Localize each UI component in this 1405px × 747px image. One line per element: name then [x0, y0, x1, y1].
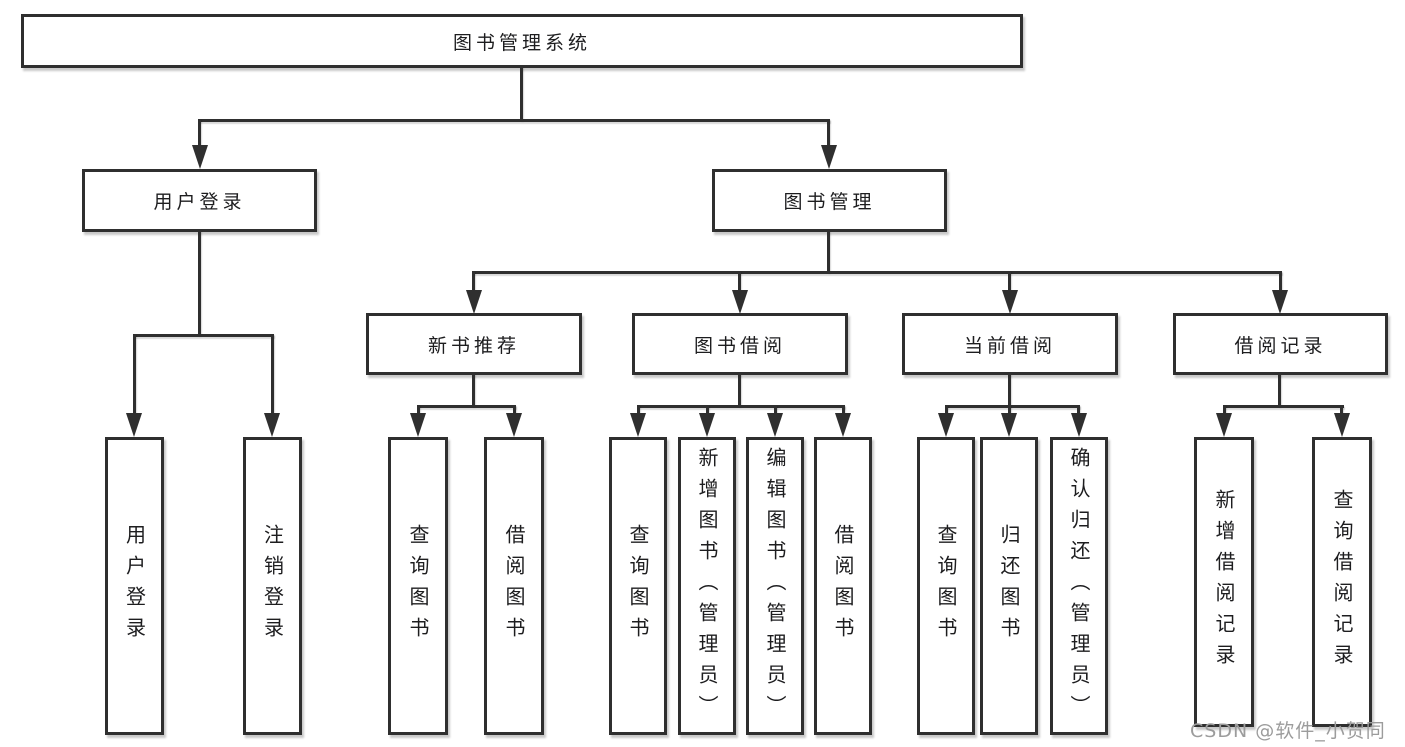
connector-stub	[1077, 405, 1080, 415]
leaf-return-books: 归还图书	[980, 437, 1038, 735]
leaf-borrow-books-recommend: 借阅图书	[484, 437, 544, 735]
arrow-down-icon	[938, 413, 954, 437]
arrow-down-icon	[835, 413, 851, 437]
leaf-user-login: 用户登录	[105, 437, 164, 735]
leaf-label: 新增图书（管理员）	[695, 446, 719, 726]
arrow-down-icon	[1002, 290, 1018, 314]
arrow-down-icon	[126, 413, 142, 437]
leaf-add-books-admin: 新增图书（管理员）	[678, 437, 736, 735]
node-borrow-records: 借阅记录	[1173, 313, 1388, 375]
connector-current-borrow-rail	[945, 405, 1080, 408]
arrow-down-icon	[630, 413, 646, 437]
node-label: 图书借阅	[693, 334, 786, 357]
arrow-down-icon	[732, 290, 748, 314]
leaf-label: 编辑图书（管理员）	[763, 446, 787, 726]
connector-stub-book-management	[827, 119, 830, 147]
arrow-down-icon	[466, 290, 482, 314]
leaf-query-borrow-record: 查询借阅记录	[1312, 437, 1372, 727]
leaf-borrow-books: 借阅图书	[814, 437, 872, 735]
leaf-query-books-recommend: 查询图书	[388, 437, 448, 735]
connector-stub	[945, 405, 948, 415]
connector-user-login-rail	[133, 334, 274, 337]
leaf-label: 新增借阅记录	[1212, 489, 1236, 675]
node-label: 当前借阅	[963, 334, 1056, 357]
arrow-down-icon	[1001, 413, 1017, 437]
connector-level3-rail	[472, 271, 1282, 274]
connector-user-login-trunk	[198, 231, 201, 336]
connector-stub-borrow-records	[1279, 271, 1282, 292]
leaf-label: 查询图书	[934, 524, 958, 648]
arrow-down-icon	[264, 413, 280, 437]
connector-new-book-trunk	[472, 374, 475, 407]
arrow-down-icon	[192, 145, 208, 169]
leaf-query-books-borrow: 查询图书	[609, 437, 667, 735]
node-book-management: 图书管理	[712, 169, 947, 232]
leaf-label: 注销登录	[260, 524, 285, 648]
connector-stub	[1008, 405, 1011, 415]
connector-book-borrow-trunk	[738, 374, 741, 407]
connector-borrow-records-trunk	[1278, 374, 1281, 407]
arrow-down-icon	[767, 413, 783, 437]
leaf-confirm-return-admin: 确认归还（管理员）	[1050, 437, 1108, 735]
node-label: 用户登录	[153, 191, 246, 213]
leaf-label: 借阅图书	[502, 524, 526, 648]
connector-stub	[1340, 405, 1343, 415]
arrow-down-icon	[699, 413, 715, 437]
node-current-borrow: 当前借阅	[902, 313, 1118, 375]
leaf-label: 查询借阅记录	[1330, 489, 1354, 675]
leaf-logout-login: 注销登录	[243, 437, 302, 735]
leaf-label: 确认归还（管理员）	[1067, 446, 1091, 726]
connector-stub	[842, 405, 845, 415]
leaf-query-books-current: 查询图书	[917, 437, 975, 735]
node-label: 借阅记录	[1234, 334, 1327, 357]
node-book-borrow: 图书借阅	[632, 313, 848, 375]
connector-book-borrow-rail	[637, 405, 845, 408]
node-label: 新书推荐	[427, 334, 520, 357]
connector-stub	[637, 405, 640, 415]
leaf-label: 借阅图书	[831, 524, 855, 648]
connector-level1-rail	[199, 119, 830, 122]
connector-stub	[774, 405, 777, 415]
connector-stub-leaf-user-login	[133, 334, 136, 415]
leaf-label: 查询图书	[626, 524, 650, 648]
node-label: 图书管理系统	[452, 31, 591, 54]
node-library-management-system: 图书管理系统	[21, 14, 1023, 68]
connector-book-management-trunk	[827, 231, 830, 273]
connector-stub-user-login	[198, 119, 201, 147]
arrow-down-icon	[1272, 290, 1288, 314]
csdn-watermark: CSDN @软件_小贺同学	[1190, 720, 1386, 742]
connector-borrow-records-rail	[1223, 405, 1344, 408]
connector-new-book-rail	[417, 405, 516, 408]
connector-stub	[513, 405, 516, 415]
node-new-book-recommend: 新书推荐	[366, 313, 582, 375]
connector-root-trunk	[520, 67, 523, 121]
connector-stub	[1223, 405, 1226, 415]
connector-stub	[417, 405, 420, 415]
node-user-login: 用户登录	[82, 169, 317, 232]
connector-current-borrow-trunk	[1008, 374, 1011, 407]
arrow-down-icon	[506, 413, 522, 437]
arrow-down-icon	[1216, 413, 1232, 437]
connector-stub-new-book	[472, 271, 475, 292]
connector-stub-current-borrow	[1008, 271, 1011, 292]
leaf-label: 查询图书	[406, 524, 430, 648]
node-label: 图书管理	[783, 191, 876, 213]
leaf-edit-books-admin: 编辑图书（管理员）	[746, 437, 804, 735]
arrow-down-icon	[821, 145, 837, 169]
connector-stub	[706, 405, 709, 415]
arrow-down-icon	[410, 413, 426, 437]
leaf-label: 用户登录	[122, 524, 147, 648]
connector-stub-leaf-logout	[271, 334, 274, 415]
arrow-down-icon	[1334, 413, 1350, 437]
leaf-label: 归还图书	[997, 524, 1021, 648]
leaf-add-borrow-record: 新增借阅记录	[1194, 437, 1254, 727]
arrow-down-icon	[1071, 413, 1087, 437]
connector-stub-book-borrow	[738, 271, 741, 292]
